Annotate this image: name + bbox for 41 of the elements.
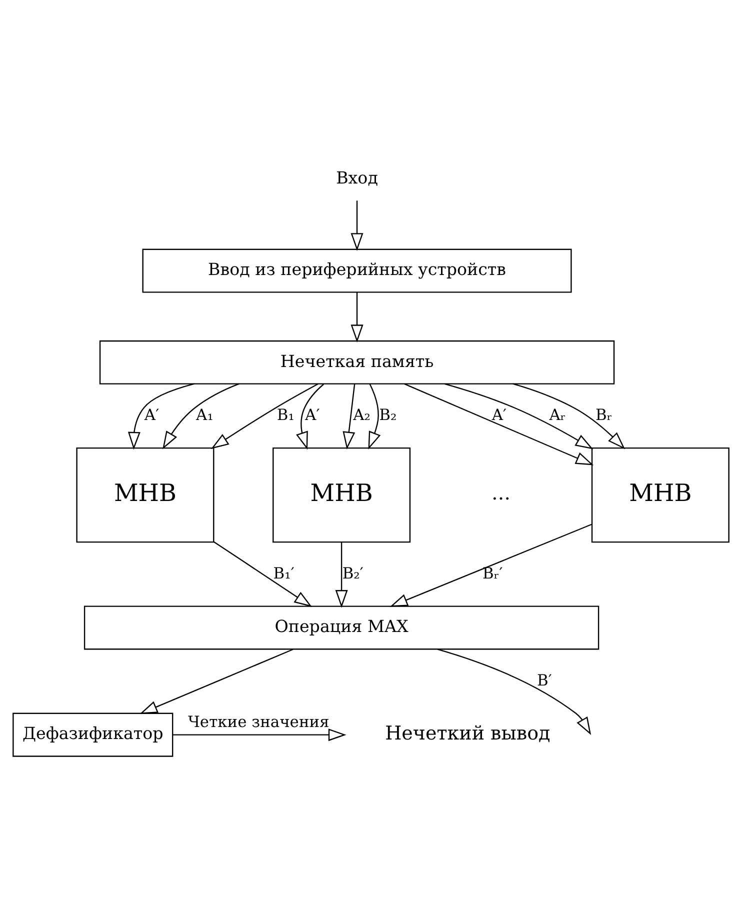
label: …: [491, 482, 510, 505]
arrow: [128, 383, 194, 450]
arrow: [172, 728, 346, 742]
arrow: [335, 542, 348, 608]
node-box: Дефазификатор: [12, 712, 174, 757]
node-box: МНВ: [272, 447, 411, 543]
node-box: Ввод из периферийных устройств: [142, 248, 572, 293]
edge-label: B₁: [276, 406, 294, 424]
arrow: [444, 383, 594, 450]
arrow: [214, 541, 312, 607]
edge-label: A′: [144, 406, 160, 424]
arrow: [342, 384, 356, 450]
edge-label: Четкие значения: [188, 712, 330, 731]
node-box: МНВ: [76, 447, 214, 543]
label: Нечеткий вывод: [385, 722, 550, 744]
edge-label: A′: [305, 406, 320, 424]
edge-label: A₂: [353, 406, 370, 424]
edge-label: B′: [536, 671, 552, 690]
arrow: [512, 383, 626, 450]
arrow: [350, 292, 364, 343]
edge-label: B₁′: [273, 564, 294, 582]
node-box: Операция MAX: [84, 606, 600, 650]
arrow: [350, 200, 364, 251]
edge-label: Aᵣ: [549, 406, 566, 424]
arrow: [404, 383, 594, 466]
edge-label: Bᵣ′: [482, 564, 503, 582]
node-text: Вход: [336, 168, 378, 188]
node-box: Нечеткая память: [99, 340, 615, 384]
arrow: [437, 648, 592, 736]
node-box: МНВ: [591, 447, 730, 543]
arrow: [368, 384, 381, 450]
arrow: [140, 648, 294, 714]
arrow: [162, 383, 240, 450]
edge-label: A′: [492, 406, 507, 424]
edge-label: B₂: [379, 406, 397, 424]
edge-label: A₁: [196, 406, 214, 424]
edge-label: B₂′: [342, 564, 364, 582]
arrow: [390, 524, 592, 607]
arrow: [296, 384, 324, 450]
edge-label: Bᵣ: [596, 406, 612, 424]
arrow: [210, 383, 318, 449]
